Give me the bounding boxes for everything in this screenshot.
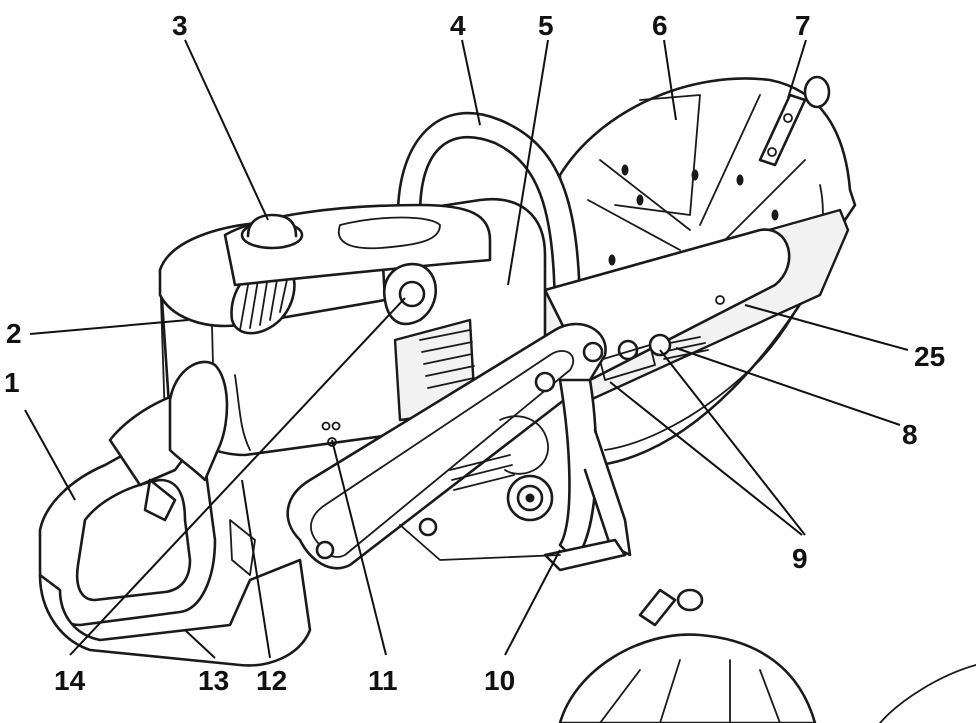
callout-25: 25 <box>914 341 945 372</box>
callout-labels: 1 2 3 4 5 6 7 8 9 10 11 12 13 14 25 <box>4 10 945 696</box>
belt-tensioner <box>449 415 554 522</box>
callout-2: 2 <box>6 318 22 349</box>
guard-adjustment-handle <box>758 75 831 167</box>
callout-7: 7 <box>795 10 811 41</box>
support-foot <box>399 378 632 572</box>
callout-11: 11 <box>368 665 398 696</box>
callout-8: 8 <box>902 419 918 450</box>
callout-5: 5 <box>538 10 554 41</box>
choke-control <box>382 262 437 326</box>
callout-1: 1 <box>4 367 20 398</box>
rear-handle <box>38 360 312 667</box>
callout-14: 14 <box>54 665 86 696</box>
callout-13: 13 <box>198 665 229 696</box>
leader-lines <box>24 39 909 659</box>
second-cutter-partial <box>558 588 976 723</box>
callout-9: 9 <box>792 543 808 574</box>
decompression-valve <box>240 213 304 250</box>
callout-4: 4 <box>450 10 466 41</box>
callout-6: 6 <box>652 10 668 41</box>
callout-10: 10 <box>484 665 515 696</box>
guard-rivets <box>608 164 779 266</box>
callout-12: 12 <box>256 665 287 696</box>
stop-switch <box>321 421 341 447</box>
callout-3: 3 <box>172 10 188 41</box>
rear-frame <box>286 322 607 570</box>
